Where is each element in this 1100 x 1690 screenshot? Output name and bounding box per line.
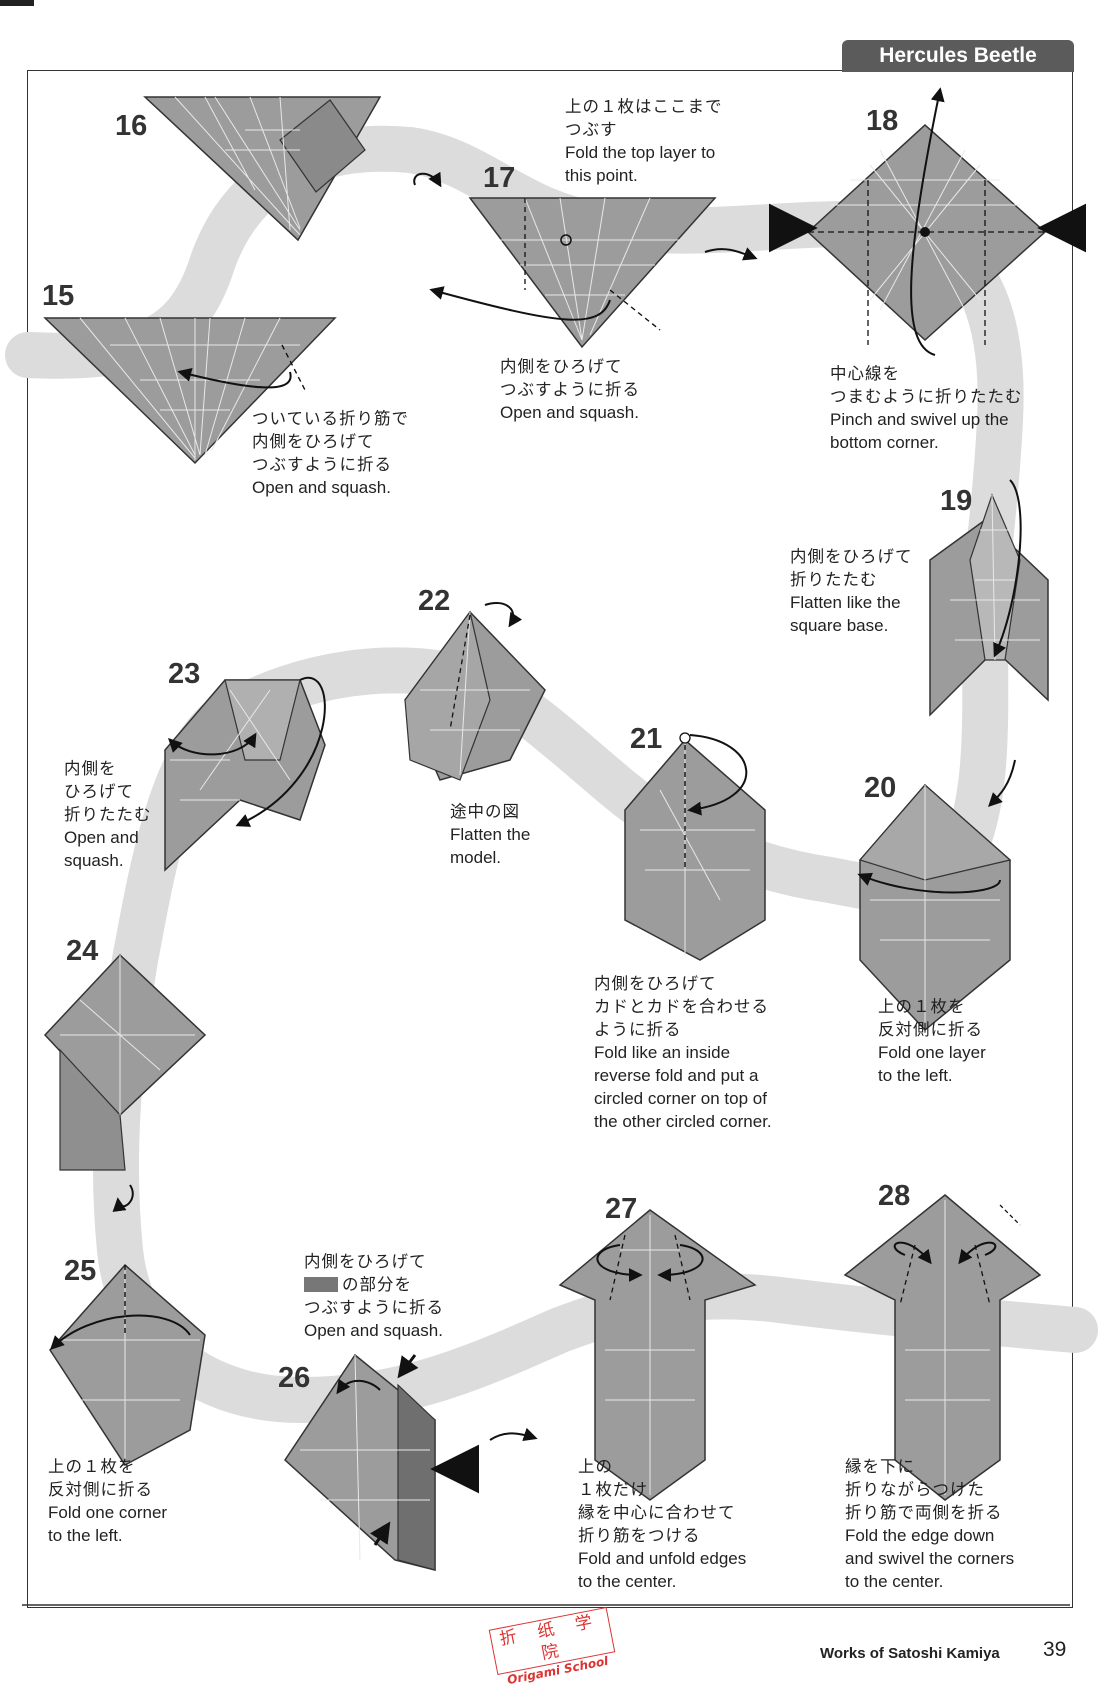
step-number-27: 27 bbox=[605, 1193, 637, 1226]
caption-step-21: 内側をひろげて カドとカドを合わせる ように折る Fold like an in… bbox=[594, 972, 772, 1133]
model-step-25 bbox=[50, 1265, 205, 1465]
model-step-17 bbox=[414, 174, 755, 347]
caption-step-17: 内側をひろげて つぶすように折る Open and squash. bbox=[500, 355, 640, 424]
page-number: 39 bbox=[1043, 1638, 1066, 1662]
caption-step-20: 上の１枚を 反対側に折る Fold one layer to the left. bbox=[878, 995, 986, 1087]
model-step-21 bbox=[625, 733, 765, 960]
footer-author: Works of Satoshi Kamiya bbox=[820, 1645, 1000, 1662]
caption-step-19: 内側をひろげて 折りたたむ Flatten like the square ba… bbox=[790, 545, 913, 637]
step-number-22: 22 bbox=[418, 585, 450, 618]
caption-step-22: 途中の図 Flatten the model. bbox=[450, 800, 530, 869]
step-number-17: 17 bbox=[483, 162, 515, 195]
step-number-28: 28 bbox=[878, 1180, 910, 1213]
step-number-24: 24 bbox=[66, 935, 98, 968]
step-number-25: 25 bbox=[64, 1255, 96, 1288]
caption-step-26: 内側をひろげて の部分を つぶすように折る Open and squash. bbox=[304, 1250, 444, 1342]
caption-step-15: ついている折り筋で 内側をひろげて つぶすように折る Open and squa… bbox=[252, 407, 409, 499]
caption-step-23: 内側を ひろげて 折りたたむ Open and squash. bbox=[64, 757, 152, 872]
model-step-24 bbox=[45, 955, 205, 1206]
caption-step-18: 中心線を つまむように折りたたむ Pinch and swivel up the… bbox=[830, 362, 1023, 454]
step-number-23: 23 bbox=[168, 658, 200, 691]
model-step-22 bbox=[405, 603, 545, 780]
step-number-26: 26 bbox=[278, 1362, 310, 1395]
step-number-20: 20 bbox=[864, 772, 896, 805]
caption-step-27: 上の １枚だけ 縁を中心に合わせて 折り筋をつける Fold and unfol… bbox=[578, 1455, 746, 1593]
caption-step-28: 縁を下に 折りながらつけた 折り筋で両側を折る Fold the edge do… bbox=[845, 1455, 1014, 1593]
step-number-21: 21 bbox=[630, 723, 662, 756]
step-number-19: 19 bbox=[940, 485, 972, 518]
step-number-16: 16 bbox=[115, 110, 147, 143]
note-step-17: 上の１枚はここまで つぶす Fold the top layer to this… bbox=[565, 95, 723, 187]
step-number-18: 18 bbox=[866, 105, 898, 138]
caption-step-25: 上の１枚を 反対側に折る Fold one corner to the left… bbox=[48, 1455, 167, 1547]
shaded-area-swatch bbox=[304, 1277, 338, 1292]
model-step-18 bbox=[790, 90, 1065, 355]
model-step-23 bbox=[165, 678, 325, 870]
step-number-15: 15 bbox=[42, 280, 74, 313]
